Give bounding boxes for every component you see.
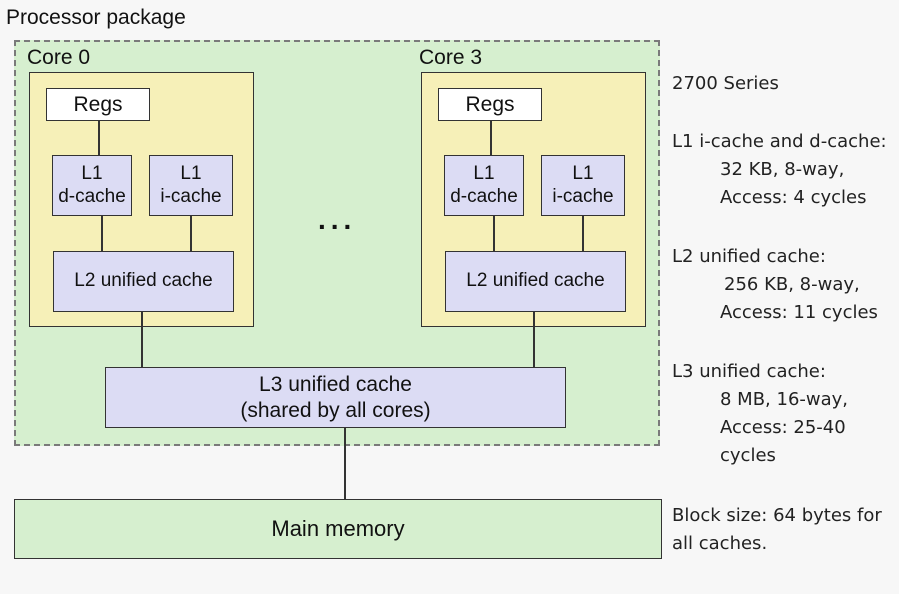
core-0-l2-cache: L2 unified cache xyxy=(53,251,234,312)
core-3-l2-label: L2 unified cache xyxy=(466,270,605,292)
core-3-l1-icache: L1 i-cache xyxy=(541,155,625,216)
l3-memory-link xyxy=(344,428,346,499)
core-0-l1-icache: L1 i-cache xyxy=(149,155,233,216)
core-3-label: Core 3 xyxy=(419,46,483,69)
core-0-l1i-line1: L1 xyxy=(180,162,202,184)
l2-spec-title: L2 unified cache: xyxy=(672,246,826,267)
l3-cache-line1: L3 unified cache xyxy=(259,373,412,397)
core-0-l1d-link xyxy=(101,216,103,252)
core-3-l1d-line1: L1 xyxy=(473,162,495,184)
l3-spec-title: L3 unified cache: xyxy=(672,361,826,382)
core-0-l1d-line1: L1 xyxy=(81,162,103,184)
core-3-regs: Regs xyxy=(438,88,542,121)
core-3-l1-dcache: L1 d-cache xyxy=(444,155,524,216)
l1-spec-line2: Access: 4 cycles xyxy=(720,187,867,208)
core-0-l1d-line2: d-cache xyxy=(58,185,126,207)
series-label: 2700 Series xyxy=(672,73,779,94)
core-0-regs-link xyxy=(98,121,100,156)
block-size-line2: all caches. xyxy=(672,533,768,554)
core-0-l1i-line2: i-cache xyxy=(160,185,222,207)
core-0-l1-dcache: L1 d-cache xyxy=(52,155,132,216)
l3-cache-line2: (shared by all cores) xyxy=(240,398,431,422)
more-cores-ellipsis: ... xyxy=(318,204,357,235)
l2-spec-line2: Access: 11 cycles xyxy=(720,302,878,323)
l3-spec-line3: cycles xyxy=(720,445,776,466)
main-memory-label: Main memory xyxy=(271,516,405,541)
main-memory: Main memory xyxy=(14,499,662,559)
core-0-l2-label: L2 unified cache xyxy=(74,270,213,292)
block-size-line1: Block size: 64 bytes for xyxy=(672,505,882,526)
core-3-regs-link xyxy=(490,121,492,156)
core-0-regs: Regs xyxy=(46,88,150,121)
core-3-l1i-line2: i-cache xyxy=(552,185,614,207)
l2-spec-line1: 256 KB, 8-way, xyxy=(724,274,860,295)
core-3-regs-label: Regs xyxy=(465,92,515,116)
l3-spec-line1: 8 MB, 16-way, xyxy=(720,389,849,410)
core-0-regs-label: Regs xyxy=(73,92,123,116)
l2-spec: L2 unified cache: 256 KB, 8-way, Access:… xyxy=(672,243,878,327)
core-3-l1i-line1: L1 xyxy=(572,162,594,184)
core-0-l1i-link xyxy=(190,216,192,252)
l1-spec-line1: 32 KB, 8-way, xyxy=(720,159,845,180)
package-title: Processor package xyxy=(6,6,186,29)
core-3-l1d-line2: d-cache xyxy=(450,185,518,207)
l3-spec-line2: Access: 25-40 xyxy=(720,417,846,438)
l1-spec: L1 i-cache and d-cache: 32 KB, 8-way, Ac… xyxy=(672,128,887,212)
l3-cache: L3 unified cache (shared by all cores) xyxy=(105,367,566,428)
l3-spec: L3 unified cache: 8 MB, 16-way, Access: … xyxy=(672,358,848,470)
core-3-l3-link xyxy=(533,312,535,368)
block-size-note: Block size: 64 bytes for all caches. xyxy=(672,502,882,558)
core-3-l1d-link xyxy=(493,216,495,252)
core-0-l3-link xyxy=(141,312,143,368)
core-3-l2-cache: L2 unified cache xyxy=(445,251,626,312)
l1-spec-title: L1 i-cache and d-cache: xyxy=(672,131,887,152)
core-3-l1i-link xyxy=(582,216,584,252)
core-0-label: Core 0 xyxy=(27,46,91,69)
